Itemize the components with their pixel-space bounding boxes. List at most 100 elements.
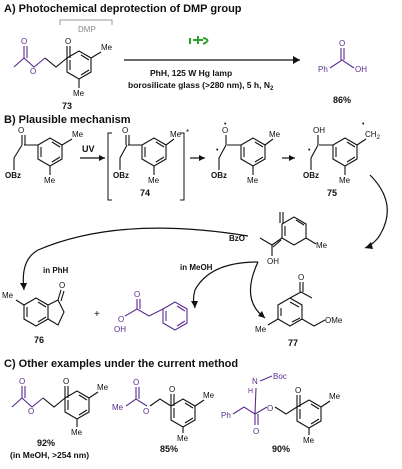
svg-text:Me: Me: [203, 391, 215, 400]
excited-state-mark: *: [186, 128, 189, 137]
svg-text:O: O: [18, 126, 24, 135]
lamp-icon: [189, 36, 209, 45]
in-meoh-label: in MeOH: [180, 263, 213, 272]
svg-text:O: O: [63, 377, 69, 386]
svg-text:OH: OH: [313, 126, 325, 135]
svg-text:Me: Me: [101, 43, 113, 52]
yield-benzoic-acid: 86%: [333, 95, 351, 105]
svg-text:O: O: [295, 386, 301, 395]
dmp-label: DMP: [78, 25, 96, 34]
svg-text:OH: OH: [114, 325, 126, 334]
diradical-intermediate-structure: O • • Me Me OBz: [211, 121, 281, 185]
compound-75-label: 75: [327, 188, 337, 198]
enol-intermediate-structure: Me OH BzO: [229, 212, 328, 266]
svg-text:Me: Me: [269, 130, 281, 139]
svg-text:Me: Me: [329, 392, 341, 401]
svg-text:borosilicate glass (>280 nm),: borosilicate glass (>280 nm), 5 h, N2: [128, 80, 274, 92]
compound-76-label: 76: [34, 335, 44, 345]
svg-text:Me: Me: [177, 434, 189, 443]
example-2-yield: 85%: [160, 444, 178, 454]
svg-text:O: O: [28, 407, 34, 416]
svg-text:OBz: OBz: [5, 171, 21, 180]
branch-arrow-meoh-to-77: [249, 261, 266, 319]
svg-text:CH2: CH2: [365, 130, 381, 141]
svg-text:Me: Me: [247, 176, 259, 185]
compound-75-structure: OH • • CH2 Me OBz: [303, 121, 381, 185]
section-c-title: C) Other examples under the current meth…: [4, 358, 238, 370]
svg-text:O: O: [21, 37, 27, 46]
svg-text:Me: Me: [303, 436, 315, 445]
benzoic-acid-structure: Ph O OH: [318, 39, 367, 74]
bracket-right: [180, 132, 185, 201]
svg-text:OBz: OBz: [211, 171, 227, 180]
compound-77-structure: O Me OMe: [255, 273, 343, 334]
compound-76-structure: Me O: [2, 281, 65, 327]
plus-sign: +: [94, 309, 100, 320]
svg-text:OMe: OMe: [325, 316, 343, 325]
svg-text:O: O: [298, 273, 304, 282]
svg-text:Me: Me: [2, 291, 14, 300]
compound-74-structure: O Me Me OBz: [113, 126, 182, 185]
compound-74-label: 74: [140, 188, 150, 198]
mechanism-start-structure: O Me Me OBz: [5, 126, 84, 185]
conditions-line-1: PhH, 125 W Hg lamp: [150, 68, 232, 78]
svg-text:O: O: [134, 290, 140, 299]
svg-text:O: O: [133, 378, 139, 387]
example-2-structure: Me O O O Me Me: [112, 378, 215, 443]
svg-text:Me: Me: [339, 176, 351, 185]
svg-text:O: O: [253, 427, 259, 436]
svg-text:H: H: [248, 388, 253, 395]
svg-text:Me: Me: [97, 383, 109, 392]
svg-text:O: O: [19, 377, 25, 386]
bracket-left: [107, 132, 112, 201]
svg-text:Ph: Ph: [221, 411, 231, 420]
section-a-title: A) Photochemical deprotection of DMP gro…: [4, 3, 242, 15]
svg-text:•: •: [362, 121, 365, 128]
svg-text:Ph: Ph: [318, 65, 328, 74]
svg-text:N: N: [252, 377, 258, 386]
dmp-bracket: [59, 19, 113, 25]
svg-text:Me: Me: [73, 89, 85, 98]
svg-text:Me: Me: [170, 130, 182, 139]
svg-text:OBz: OBz: [303, 171, 319, 180]
compound-73-label: 73: [62, 101, 72, 111]
svg-text:O: O: [169, 385, 175, 394]
svg-text:•: •: [308, 147, 311, 154]
svg-text:OH: OH: [267, 257, 279, 266]
svg-text:•: •: [224, 121, 227, 128]
svg-text:O: O: [339, 39, 345, 48]
curved-arrow-75-to-enol: [364, 174, 388, 249]
branch-arrow-phh: [22, 227, 249, 291]
section-b-title: B) Plausible mechanism: [4, 114, 131, 126]
example-1-structure: O O O Me Me: [11, 377, 109, 437]
svg-text:O: O: [59, 281, 65, 290]
svg-text:Me: Me: [71, 428, 83, 437]
svg-text:Me: Me: [72, 130, 84, 139]
svg-text:O: O: [122, 126, 128, 135]
svg-text:O: O: [30, 67, 36, 76]
svg-text:Me: Me: [44, 176, 56, 185]
svg-text:O: O: [267, 404, 273, 413]
svg-text:O: O: [143, 407, 149, 416]
svg-text:O: O: [222, 126, 228, 135]
conditions-line-2-sub: 2: [270, 86, 274, 92]
uv-label: UV: [82, 144, 95, 154]
svg-text:OH: OH: [355, 65, 367, 74]
svg-text:Me: Me: [316, 241, 328, 250]
example-1-yield: 92%: [37, 438, 55, 448]
svg-text:O: O: [65, 37, 71, 46]
svg-text:OBz: OBz: [113, 171, 129, 180]
benzoic-acid-b-structure: OH O O: [114, 290, 188, 334]
conditions-line-2: borosilicate glass (>280 nm), 5 h, N: [128, 80, 270, 90]
compound-73-structure: O O O Me Me: [13, 37, 113, 98]
svg-text:Boc: Boc: [273, 372, 287, 381]
svg-text:•: •: [216, 147, 219, 154]
example-3-structure: N H Boc Ph O O O Me Me: [221, 372, 341, 445]
reaction-arrowhead: [293, 56, 300, 64]
svg-text:Me: Me: [255, 325, 267, 334]
example-3-yield: 90%: [272, 444, 290, 454]
example-1-note: (in MeOH, >254 nm): [10, 450, 89, 460]
svg-text:Me: Me: [112, 403, 124, 412]
svg-text:Me: Me: [148, 176, 160, 185]
